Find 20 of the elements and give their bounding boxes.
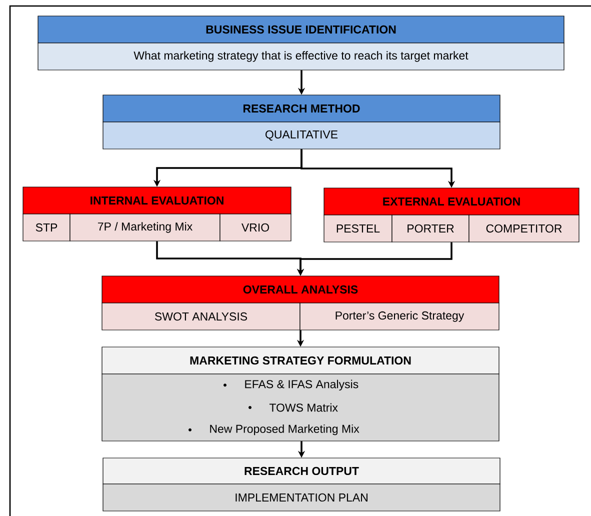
table-cell: SWOT ANALYSIS <box>102 302 300 330</box>
table-cell: COMPETITOR <box>468 214 580 242</box>
table-cell: What marketing strategy that is effective to reach its target market <box>38 42 564 70</box>
header-bar: RESEARCH METHOD <box>102 94 500 122</box>
header-bar: OVERALL ANALYSIS <box>102 276 500 304</box>
table-cell: VRIO <box>220 214 292 242</box>
header-bar: MARKETING STRATEGY FORMULATION <box>102 346 500 374</box>
table-cell: STP <box>22 214 70 242</box>
list-item: New Proposed Marketing Mix <box>188 424 360 436</box>
header-bar: EXTERNAL EVALUATION <box>324 188 580 216</box>
table-cell: PORTER <box>392 214 470 242</box>
table-cell: PESTEL <box>324 214 392 242</box>
header-bar: RESEARCH OUTPUT <box>102 458 500 484</box>
header-bar: INTERNAL EVALUATION <box>22 186 292 214</box>
table-cell: IMPLEMENTATION PLAN <box>102 484 500 512</box>
list-item: TOWS Matrix <box>248 403 338 412</box>
table-cell: Porter’s Generic Strategy <box>300 302 500 330</box>
header-bar: BUSINESS ISSUE IDENTIFICATION <box>38 16 564 44</box>
list-item: EFAS & IFAS Analysis <box>224 380 358 391</box>
table-cell: QUALITATIVE <box>102 122 500 150</box>
